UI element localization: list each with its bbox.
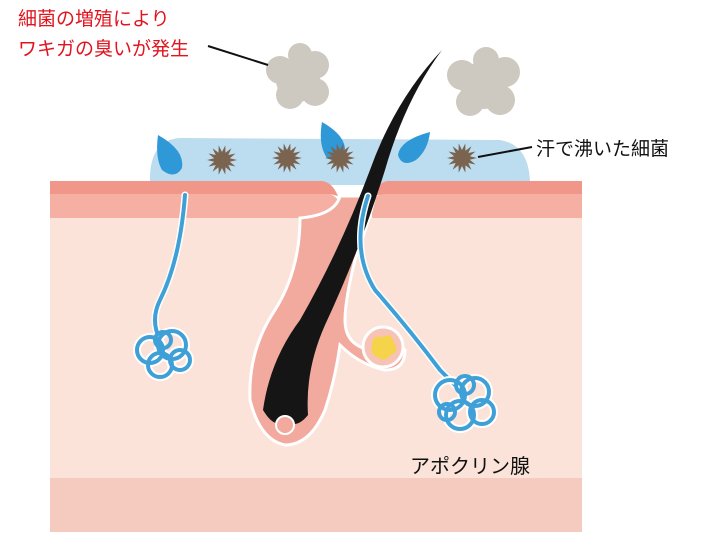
subcutis-layer — [50, 478, 582, 532]
eccrine-gland — [133, 327, 194, 381]
odor-cloud — [266, 43, 329, 109]
hair — [263, 50, 442, 424]
bacteria-icon — [447, 143, 477, 173]
eccrine-duct — [153, 193, 187, 342]
leader-line — [477, 146, 533, 158]
skin-surface — [50, 181, 582, 196]
sweat-drop — [398, 132, 430, 164]
bacteria-icon — [325, 143, 355, 173]
odor-cloud — [447, 47, 520, 116]
odor-caption: 細菌の増殖により ワキガの臭いが発生 — [18, 4, 189, 64]
bacteria-icon — [272, 143, 302, 173]
sweat-drop — [157, 135, 183, 175]
hair-papilla — [275, 415, 295, 435]
odor-caption-line2: ワキガの臭いが発生 — [18, 38, 190, 60]
bacteria-icon — [207, 145, 237, 175]
leader-line — [207, 45, 269, 66]
sweat-bacteria-label: 汗で沸いた細菌 — [536, 138, 670, 160]
odor-caption-line1: 細菌の増殖により — [18, 8, 170, 30]
apocrine-gland-label: アポクリン腺 — [410, 454, 530, 478]
sebum-icon — [371, 335, 397, 360]
apocrine-gland-coil — [431, 374, 498, 433]
